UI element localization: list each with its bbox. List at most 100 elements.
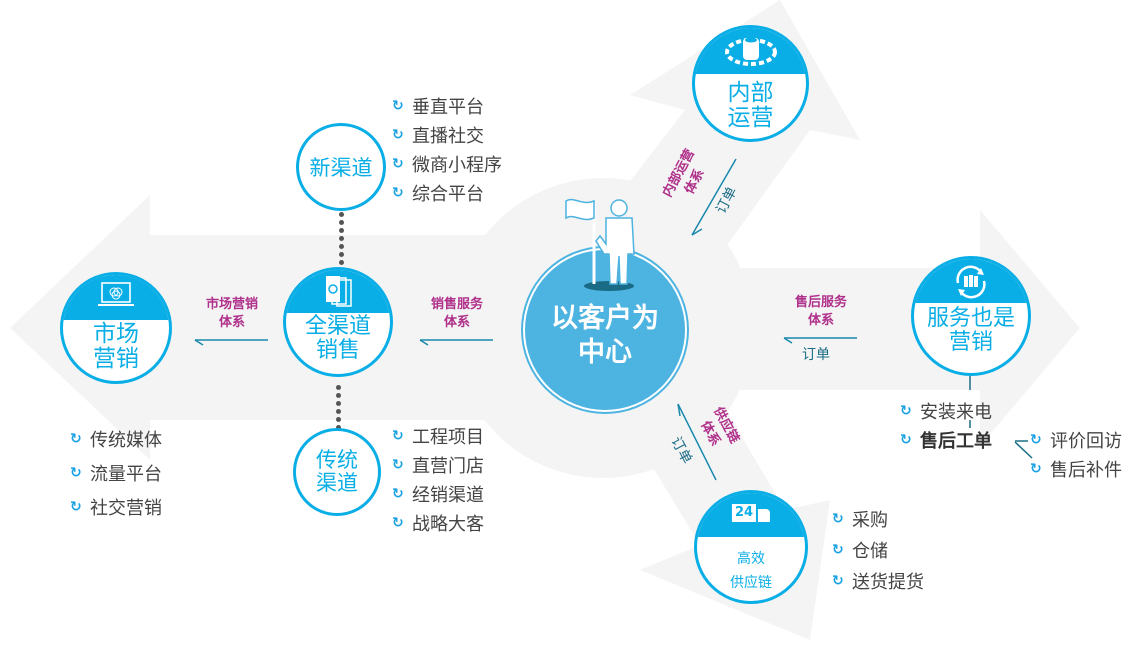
item-text: 仓储: [852, 540, 888, 562]
list-item: ↻ 采购: [832, 503, 924, 534]
band-cut-bottom: [160, 420, 460, 430]
cards-icon: [326, 276, 352, 307]
label-sales-system: 销售服务 体系: [420, 296, 494, 331]
label-aftersales-system: 售后服务 体系: [784, 294, 858, 329]
node-traditional-channel[interactable]: 传统 渠道: [293, 428, 381, 516]
item-text: 售后工单: [920, 430, 992, 452]
refresh-icon: ↻: [392, 184, 404, 201]
node-internal-line2: 运营: [727, 104, 774, 131]
item-text: 流量平台: [90, 464, 162, 485]
refresh-icon: ↻: [392, 155, 404, 172]
item-text: 送货提货: [852, 571, 924, 593]
connector-new-to-omni: [339, 212, 344, 268]
refresh-icon: ↻: [1030, 460, 1042, 477]
node-traditional-line1: 传统: [316, 447, 358, 472]
node-internal-ops[interactable]: 内部 运营: [692, 25, 809, 142]
refresh-icon: ↻: [392, 427, 404, 444]
refresh-icon: ↻: [900, 402, 912, 419]
list-market: ↻传统媒体 ↻ 流量平台 ↻ 社交营销: [70, 422, 162, 524]
list-item: ↻ 经销渠道: [392, 479, 484, 508]
refresh-icon: ↻: [70, 465, 82, 481]
sales-system-line2: 体系: [443, 314, 470, 330]
item-text: 评价回访: [1050, 430, 1122, 452]
node-market-line1: 市场: [93, 321, 139, 347]
list-service-sub: ↻ 评价回访 ↻售后补件: [1030, 425, 1122, 483]
list-item: ↻直播社交: [392, 120, 502, 149]
node-supply-line2: 供应链: [730, 574, 772, 591]
list-item: ↻ 工程项目: [392, 421, 484, 450]
truck-cab: [758, 509, 771, 522]
item-text: 社交营销: [90, 498, 162, 519]
item-text: 微商小程序: [412, 154, 502, 176]
refresh-icon: ↻: [392, 97, 404, 114]
truck-badge: 24: [731, 504, 757, 522]
node-new-channel-label: 新渠道: [309, 156, 373, 180]
node-new-channel[interactable]: 新渠道: [296, 123, 386, 211]
aftersales-system-line1: 售后服务: [794, 295, 847, 310]
item-text: 垂直平台: [412, 96, 484, 118]
delivery-truck-24-icon: 24: [731, 504, 771, 522]
market-system-line2: 体系: [218, 314, 245, 330]
center-line1: 以客户为: [551, 303, 659, 334]
arrow-down-internal: [691, 158, 737, 236]
laptop-venn-icon: [98, 282, 134, 306]
aftersales-system-line2: 体系: [807, 312, 834, 328]
node-service[interactable]: 服务也是 营销: [911, 256, 1031, 376]
refresh-icon: ↻: [1030, 431, 1042, 448]
list-item: ↻传统媒体: [70, 422, 162, 456]
node-service-line1: 服务也是: [926, 306, 1015, 331]
node-service-line2: 营销: [948, 329, 993, 355]
node-omni-line2: 销售: [315, 337, 360, 363]
list-service: ↻安装来电 ↻ 售后工单: [900, 396, 992, 454]
refresh-icon: ↻: [832, 541, 844, 558]
node-omni-line1: 全渠道: [304, 314, 371, 339]
list-supply: ↻ 采购 ↻ 仓储 ↻ 送货提货: [832, 503, 924, 596]
service-tree-lines: [969, 376, 1033, 459]
list-traditional-channel: ↻ 工程项目 ↻ 直营门店 ↻ 经销渠道 ↻ 战略大客: [392, 421, 484, 537]
node-supply-line1: 高效: [737, 551, 765, 567]
list-item: ↻安装来电: [900, 396, 992, 425]
refresh-icon: ↻: [70, 431, 82, 447]
list-item: ↻ 送货提货: [832, 565, 924, 596]
refresh-icon: ↻: [392, 456, 404, 473]
refresh-icon: ↻: [900, 431, 912, 448]
label-aftersales-order: 订单: [802, 347, 830, 363]
item-text: 直营门店: [412, 455, 484, 477]
refresh-icon: ↻: [832, 510, 844, 527]
item-text: 综合平台: [412, 183, 484, 205]
list-new-channel: ↻ 垂直平台 ↻直播社交 ↻ 微商小程序 ↻ 综合平台: [392, 91, 502, 207]
list-item: ↻ 社交营销: [70, 490, 162, 524]
market-system-line1: 市场营销: [205, 297, 258, 312]
item-text: 战略大客: [412, 513, 484, 535]
item-text: 采购: [852, 509, 888, 531]
left-arrow-shape: [10, 195, 500, 460]
list-item-emphasized: ↻ 售后工单: [900, 425, 992, 454]
item-text: 经销渠道: [412, 484, 484, 506]
list-item: ↻售后补件: [1030, 454, 1122, 483]
refresh-icon: ↻: [70, 499, 82, 515]
refresh-icon: ↻: [392, 485, 404, 502]
center-line2: 中心: [578, 336, 632, 368]
list-item: ↻ 直营门店: [392, 450, 484, 479]
person-with-flag-icon: [565, 198, 635, 291]
list-item: ↻ 仓储: [832, 534, 924, 565]
refresh-icon: ↻: [832, 572, 844, 589]
arrow-left-market: [194, 339, 268, 346]
item-text: 工程项目: [412, 426, 484, 448]
team-cycle-icon: [956, 265, 986, 299]
node-internal-line1: 内部: [727, 80, 774, 106]
node-market[interactable]: 市场 营销: [60, 272, 172, 384]
list-item: ↻ 综合平台: [392, 178, 502, 207]
node-traditional-line2: 渠道: [316, 471, 358, 495]
list-item: ↻ 微商小程序: [392, 149, 502, 178]
arrow-left-sales: [419, 339, 493, 346]
node-market-line2: 营销: [93, 345, 139, 372]
refresh-icon: ↻: [392, 514, 404, 531]
refresh-icon: ↻: [392, 126, 404, 143]
list-item: ↻ 评价回访: [1030, 425, 1122, 454]
list-item: ↻ 垂直平台: [392, 91, 502, 120]
label-market-system: 市场营销 体系: [196, 296, 268, 331]
node-supply-chain[interactable]: 24 高效 供应链: [694, 490, 808, 604]
node-omni-channel[interactable]: 全渠道 销售: [283, 267, 393, 377]
